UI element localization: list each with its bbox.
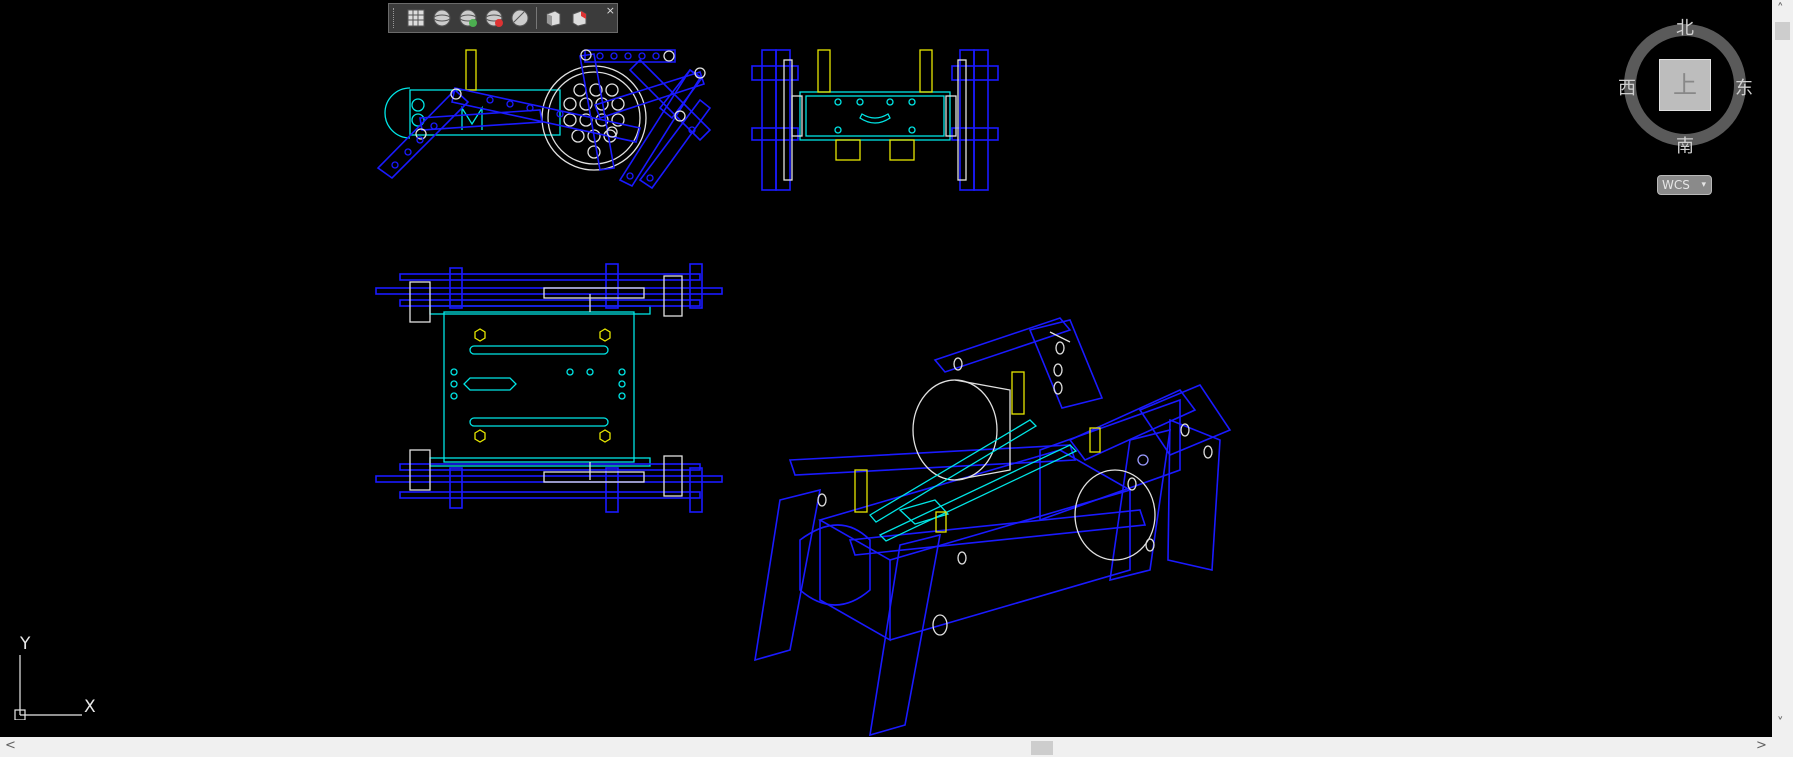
viewport-toolbar: ×	[388, 3, 618, 33]
globe-icon	[433, 9, 451, 27]
side-view	[376, 49, 712, 190]
wcs-label: WCS	[1662, 178, 1690, 192]
ucs-y-label: Y	[20, 634, 31, 654]
remove-view-button[interactable]	[481, 6, 507, 30]
scroll-down-icon[interactable]: ˅	[1777, 716, 1784, 731]
viewcube-top-face[interactable]: 上	[1659, 59, 1711, 111]
cube-icon	[546, 10, 561, 27]
scrollbar-corner	[1772, 737, 1793, 757]
compass-south[interactable]: 南	[1676, 136, 1694, 157]
compass-north[interactable]: 北	[1676, 18, 1694, 39]
view-cube-left-button[interactable]	[540, 6, 566, 30]
ucs-icon	[14, 655, 82, 720]
scroll-right-icon[interactable]: >	[1756, 738, 1767, 753]
toolbar-close-button[interactable]: ×	[605, 4, 615, 17]
viewport-config-button[interactable]	[403, 6, 429, 30]
compass-west[interactable]: 西	[1618, 78, 1636, 99]
drawing-canvas[interactable]: Y X × 北 南 西 东	[0, 0, 1772, 737]
view-cube-right-button[interactable]	[566, 6, 592, 30]
front-view	[751, 49, 999, 191]
orbit-view-button[interactable]	[507, 6, 533, 30]
compass-ring[interactable]	[1612, 10, 1762, 160]
globe-remove-icon	[485, 9, 503, 27]
toolbar-separator	[536, 7, 537, 29]
top-view	[375, 263, 723, 513]
isometric-view	[754, 317, 1232, 737]
horizontal-scrollbar[interactable]: < >	[0, 737, 1772, 757]
grid-icon	[407, 9, 425, 27]
viewcube[interactable]: 北 南 西 东 上 WCS ▾	[1612, 10, 1762, 200]
cad-drawing	[375, 49, 1232, 737]
vertical-scroll-thumb[interactable]	[1775, 22, 1790, 40]
vertical-scrollbar[interactable]: ˄ ˅	[1772, 0, 1793, 737]
horizontal-scroll-thumb[interactable]	[1031, 741, 1053, 755]
scroll-left-icon[interactable]: <	[5, 738, 16, 753]
toolbar-grip[interactable]	[393, 8, 397, 28]
globe-add-icon	[459, 9, 477, 27]
chevron-down-icon: ▾	[1701, 180, 1706, 190]
ucs-x-label: X	[84, 697, 96, 717]
wcs-menu[interactable]: WCS ▾	[1657, 175, 1712, 195]
compass-east[interactable]: 东	[1735, 78, 1753, 99]
add-view-button[interactable]	[455, 6, 481, 30]
named-view-button[interactable]	[429, 6, 455, 30]
cube-red-icon	[572, 10, 587, 27]
scroll-up-icon[interactable]: ˄	[1777, 2, 1784, 17]
orbit-icon	[511, 9, 529, 27]
